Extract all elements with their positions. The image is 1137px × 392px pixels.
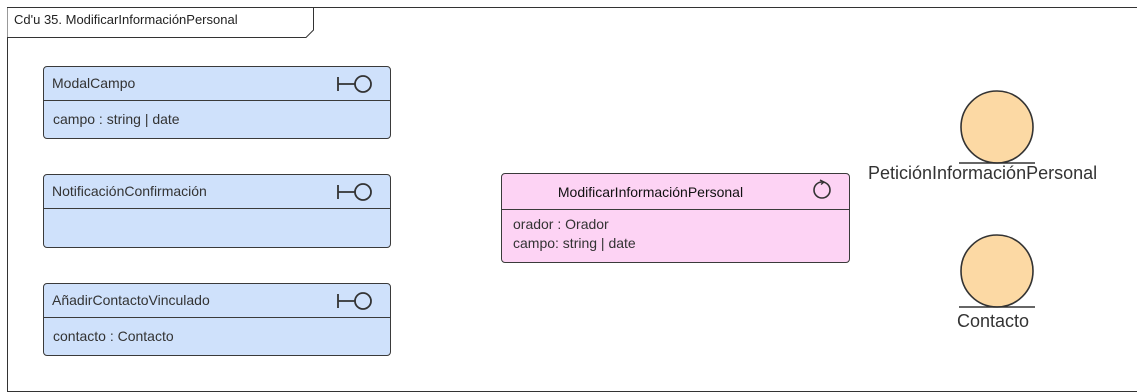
entity-name: PeticiónInformaciónPersonal [868, 163, 1098, 183]
entity-label: Contacto [957, 311, 1029, 332]
boundary-anadir-contacto-vinculado[interactable]: AñadirContactoVinculado contacto : Conta… [43, 283, 391, 356]
entity-icon [959, 90, 1035, 164]
frame-title-tab [7, 7, 314, 38]
boundary-notificacion-confirmacion[interactable]: NotificaciónConfirmación [43, 174, 391, 248]
class-name: ModalCampo [52, 75, 136, 91]
entity-name: Contacto [957, 311, 1030, 331]
control-modificar-informacion-personal[interactable]: ModificarInformaciónPersonal orador : Or… [501, 173, 850, 263]
entity-label: PeticiónInformaciónPersonal [868, 163, 1097, 184]
entity-contacto[interactable] [955, 234, 1045, 314]
class-header [44, 175, 390, 209]
class-name: AñadirContactoVinculado [52, 292, 210, 308]
class-header [502, 174, 849, 210]
entity-icon [959, 234, 1035, 308]
class-attribute: campo: string | date [513, 235, 636, 251]
boundary-modal-campo[interactable]: ModalCampo campo : string | date [43, 66, 391, 139]
boundary-icon [337, 292, 372, 310]
class-attribute: contacto : Contacto [53, 328, 174, 344]
boundary-icon [337, 75, 372, 93]
class-attribute: campo : string | date [53, 111, 180, 127]
class-attribute: orador : Orador [513, 216, 609, 232]
boundary-icon [337, 183, 372, 201]
class-name: NotificaciónConfirmación [52, 183, 207, 199]
control-icon [813, 179, 831, 199]
class-header [44, 284, 390, 318]
entity-peticion-informacion-personal[interactable] [955, 90, 1045, 170]
class-name: ModificarInformaciónPersonal [557, 184, 744, 200]
class-header [44, 67, 390, 101]
frame-title: Cd'u 35. ModificarInformaciónPersonal [14, 12, 238, 27]
